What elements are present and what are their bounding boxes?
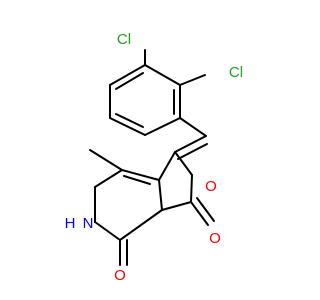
atom-o-carbonyl-right: O: [209, 230, 221, 247]
atom-o-ring: O: [205, 178, 217, 195]
atom-o-carbonyl-left: O: [114, 267, 126, 284]
molecule-canvas: Cl Cl O H N O O: [64, 30, 244, 284]
bond-inner-2: [115, 113, 144, 128]
bond-co-right: [190, 201, 209, 226]
atom-cl-top: Cl: [117, 31, 131, 48]
bond-co-right-double: [196, 197, 215, 222]
atom-h: H: [65, 215, 76, 232]
bond-c3-ch: [179, 117, 207, 137]
bond-c1-c2: [144, 64, 181, 86]
bond-p5: [119, 209, 163, 241]
bond-c2-cl: [179, 74, 206, 86]
bond-alkene-double: [177, 143, 208, 160]
bond-f1: [174, 151, 193, 176]
molecule-structure: Cl Cl O H N O O: [65, 31, 244, 284]
bond-f5: [158, 151, 176, 181]
atom-n: N: [83, 215, 94, 232]
bond-f3: [161, 201, 192, 211]
bond-methyl: [89, 149, 123, 171]
bond-f4: [158, 179, 163, 211]
bond-p1: [121, 169, 160, 181]
bond-inner-1: [115, 72, 144, 90]
bond-f2: [190, 174, 193, 203]
bond-c6-c1: [109, 64, 146, 86]
bond-group: [89, 49, 215, 266]
bond-p-inner: [123, 175, 151, 185]
bond-c4-c5: [109, 117, 146, 136]
bond-p4: [94, 221, 121, 241]
bond-alkene: [174, 135, 207, 153]
bond-p2: [94, 169, 123, 188]
bond-c3-c4: [144, 117, 181, 136]
atom-cl-right: Cl: [229, 64, 243, 81]
atom-label-group: Cl Cl O H N O O: [65, 31, 244, 284]
